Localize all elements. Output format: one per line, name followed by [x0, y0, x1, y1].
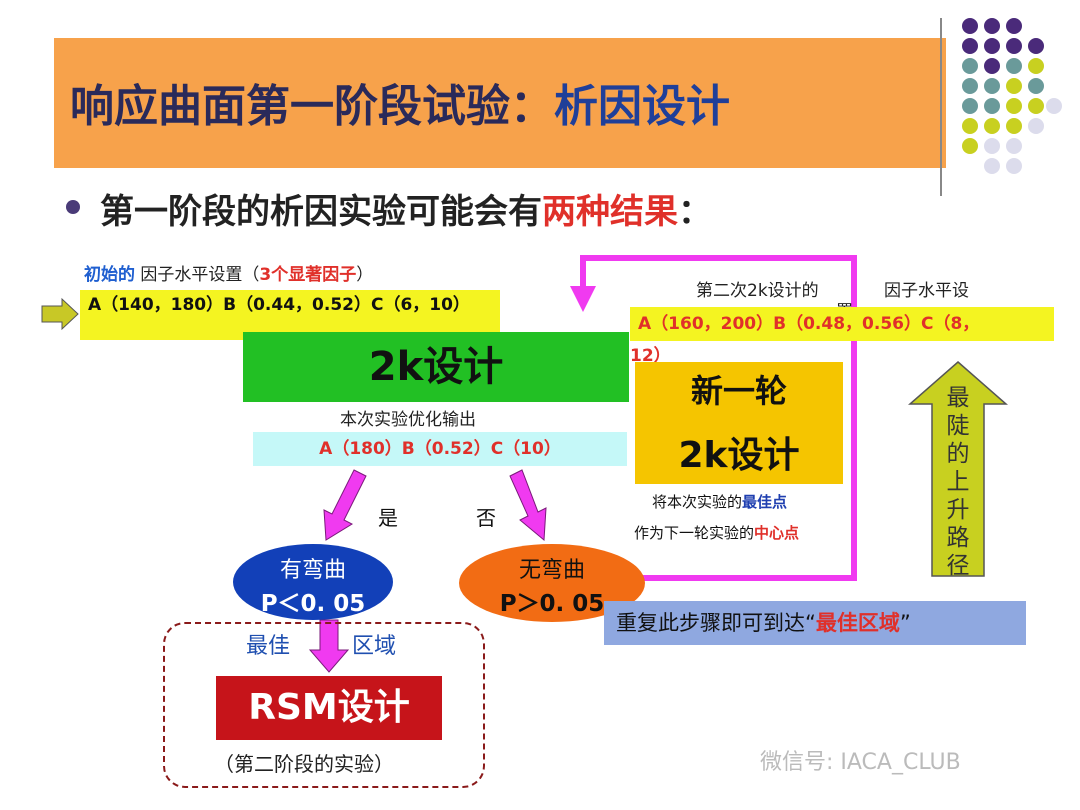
new-round-box: 新一轮 2k设计: [635, 362, 843, 484]
bullet-text: 第一阶段的析因实验可能会有两种结果：: [100, 192, 712, 232]
curvature-yes-title: 有弯曲: [279, 558, 346, 583]
watermark: 微信号: IACA_CLUB: [760, 750, 961, 775]
no-arrow-icon: [509, 469, 547, 542]
page-title: 响应曲面第一阶段试验：析因设计: [70, 70, 730, 134]
new-round-design: 2k设计: [678, 435, 800, 476]
second-round-values-box: A（160，200）B（0.48，0.56）C（8，: [630, 307, 1054, 341]
new-round-note-1: 将本次实验的最佳点: [652, 493, 788, 511]
initial-values-box: A（140，180）B（0.44，0.52）C（6，10）: [80, 290, 500, 340]
second-round-values-tail: 12）: [630, 346, 671, 366]
yes-arrow-icon: [323, 469, 367, 541]
design-2k-box: 2k设计: [243, 332, 629, 402]
bullet-icon: [66, 200, 80, 214]
output-label: 本次实验优化输出: [340, 410, 476, 430]
input-arrow-icon: [41, 297, 79, 331]
best-region-arrow-icon: [308, 619, 350, 673]
best-region-frame: [163, 622, 485, 788]
bullet-highlight: 两种结果: [542, 192, 678, 232]
rsm-design-box: RSM设计: [216, 676, 442, 740]
best-region-label-right: 区域: [352, 634, 397, 659]
decor-line: [940, 18, 942, 196]
repeat-box: 重复此步骤即可到达“最佳区域”: [604, 601, 1026, 645]
yes-label: 是: [378, 506, 398, 530]
no-label: 否: [476, 506, 496, 530]
best-region-label-left: 最佳: [246, 634, 291, 659]
title-highlight: 析因设计: [554, 81, 730, 132]
curvature-yes-node: 有弯曲 P＜0. 05: [233, 544, 393, 620]
steepest-ascent-label: 最陡的上升路径: [946, 385, 970, 579]
second-round-label-factor: 因子水平设: [884, 281, 969, 301]
steepest-ascent-arrow-icon: [908, 361, 1008, 577]
curvature-yes-pvalue: P＜0. 05: [260, 591, 366, 617]
initial-label: 初始的 因子水平设置（3个显著因子）: [84, 265, 374, 285]
output-values-box: A（180）B（0.52）C（10）: [253, 432, 627, 466]
curvature-no-title: 无弯曲: [518, 558, 585, 583]
title-main: 响应曲面第一阶段试验：: [70, 81, 554, 132]
title-banner: [54, 38, 946, 168]
new-round-note-2: 作为下一轮实验的中心点: [634, 524, 800, 542]
second-round-label: 第二次2k设计的: [696, 281, 819, 301]
curvature-no-pvalue: P＞0. 05: [499, 591, 605, 617]
feedback-arrowhead-icon: [570, 286, 596, 312]
new-round-title: 新一轮: [690, 372, 787, 410]
rsm-subtitle: （第二阶段的实验）: [214, 752, 394, 776]
feedback-loop: [580, 255, 857, 581]
